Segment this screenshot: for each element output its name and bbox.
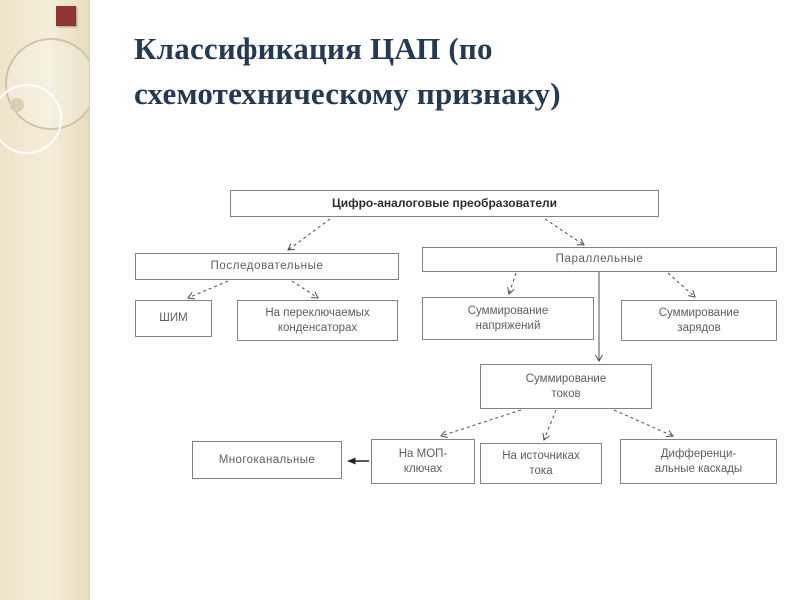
- node-diff-cascades-label: Дифференци- альные каскады: [654, 447, 743, 475]
- connector-current-sum-mos: [440, 409, 522, 438]
- node-multichannel: Многоканальные: [192, 441, 342, 479]
- node-current-sum: Суммирование токов: [480, 364, 652, 409]
- node-mos-switches-label: На МОП- ключах: [398, 447, 448, 475]
- node-multichannel-label: Многоканальные: [218, 453, 316, 466]
- connector-parallel-charge-sum: [667, 272, 696, 298]
- accent-square: [56, 6, 76, 26]
- node-switched-caps: На переключаемых конденсаторах: [237, 300, 398, 341]
- slide-title: Классификация ЦАП (по схемотехническому …: [134, 26, 784, 116]
- connector-root-serial: [287, 218, 331, 251]
- node-voltage-sum-label: Суммирование напряжений: [467, 304, 549, 332]
- connector-serial-pwm: [187, 280, 229, 300]
- node-pwm-label: ШИМ: [159, 312, 188, 325]
- node-diff-cascades: Дифференци- альные каскады: [620, 439, 777, 484]
- node-pwm: ШИМ: [135, 300, 212, 337]
- slide-title-line-2: схемотехническому признаку): [134, 76, 561, 111]
- node-root-label: Цифро-аналоговые преобразователи: [331, 195, 558, 210]
- connector-serial-switched-caps: [291, 280, 319, 299]
- node-parallel-label: Параллельные: [555, 253, 644, 266]
- node-charge-sum-label: Суммирование зарядов: [658, 306, 740, 334]
- node-serial: Последовательные: [135, 253, 399, 280]
- node-parallel: Параллельные: [422, 247, 777, 272]
- node-current-sources-label: На источниках тока: [502, 449, 580, 477]
- node-root: Цифро-аналоговые преобразователи: [230, 190, 659, 217]
- slide-title-line-1: Классификация ЦАП (по: [134, 31, 493, 66]
- node-serial-label: Последовательные: [210, 260, 324, 273]
- decorative-circle: [10, 98, 24, 112]
- node-charge-sum: Суммирование зарядов: [621, 300, 777, 341]
- node-mos-switches: На МОП- ключах: [371, 439, 475, 484]
- connector-current-sum-sources: [542, 409, 557, 441]
- node-switched-caps-label: На переключаемых конденсаторах: [265, 306, 370, 334]
- decorative-sidebar: [0, 0, 90, 600]
- connector-current-sum-diff: [613, 409, 674, 438]
- connector-parallel-voltage-sum: [507, 272, 517, 295]
- node-voltage-sum: Суммирование напряжений: [422, 297, 594, 340]
- decorative-circle: [0, 84, 62, 154]
- node-current-sources: На источниках тока: [480, 443, 602, 484]
- node-current-sum-label: Суммирование токов: [525, 372, 607, 400]
- connector-root-parallel: [544, 218, 585, 246]
